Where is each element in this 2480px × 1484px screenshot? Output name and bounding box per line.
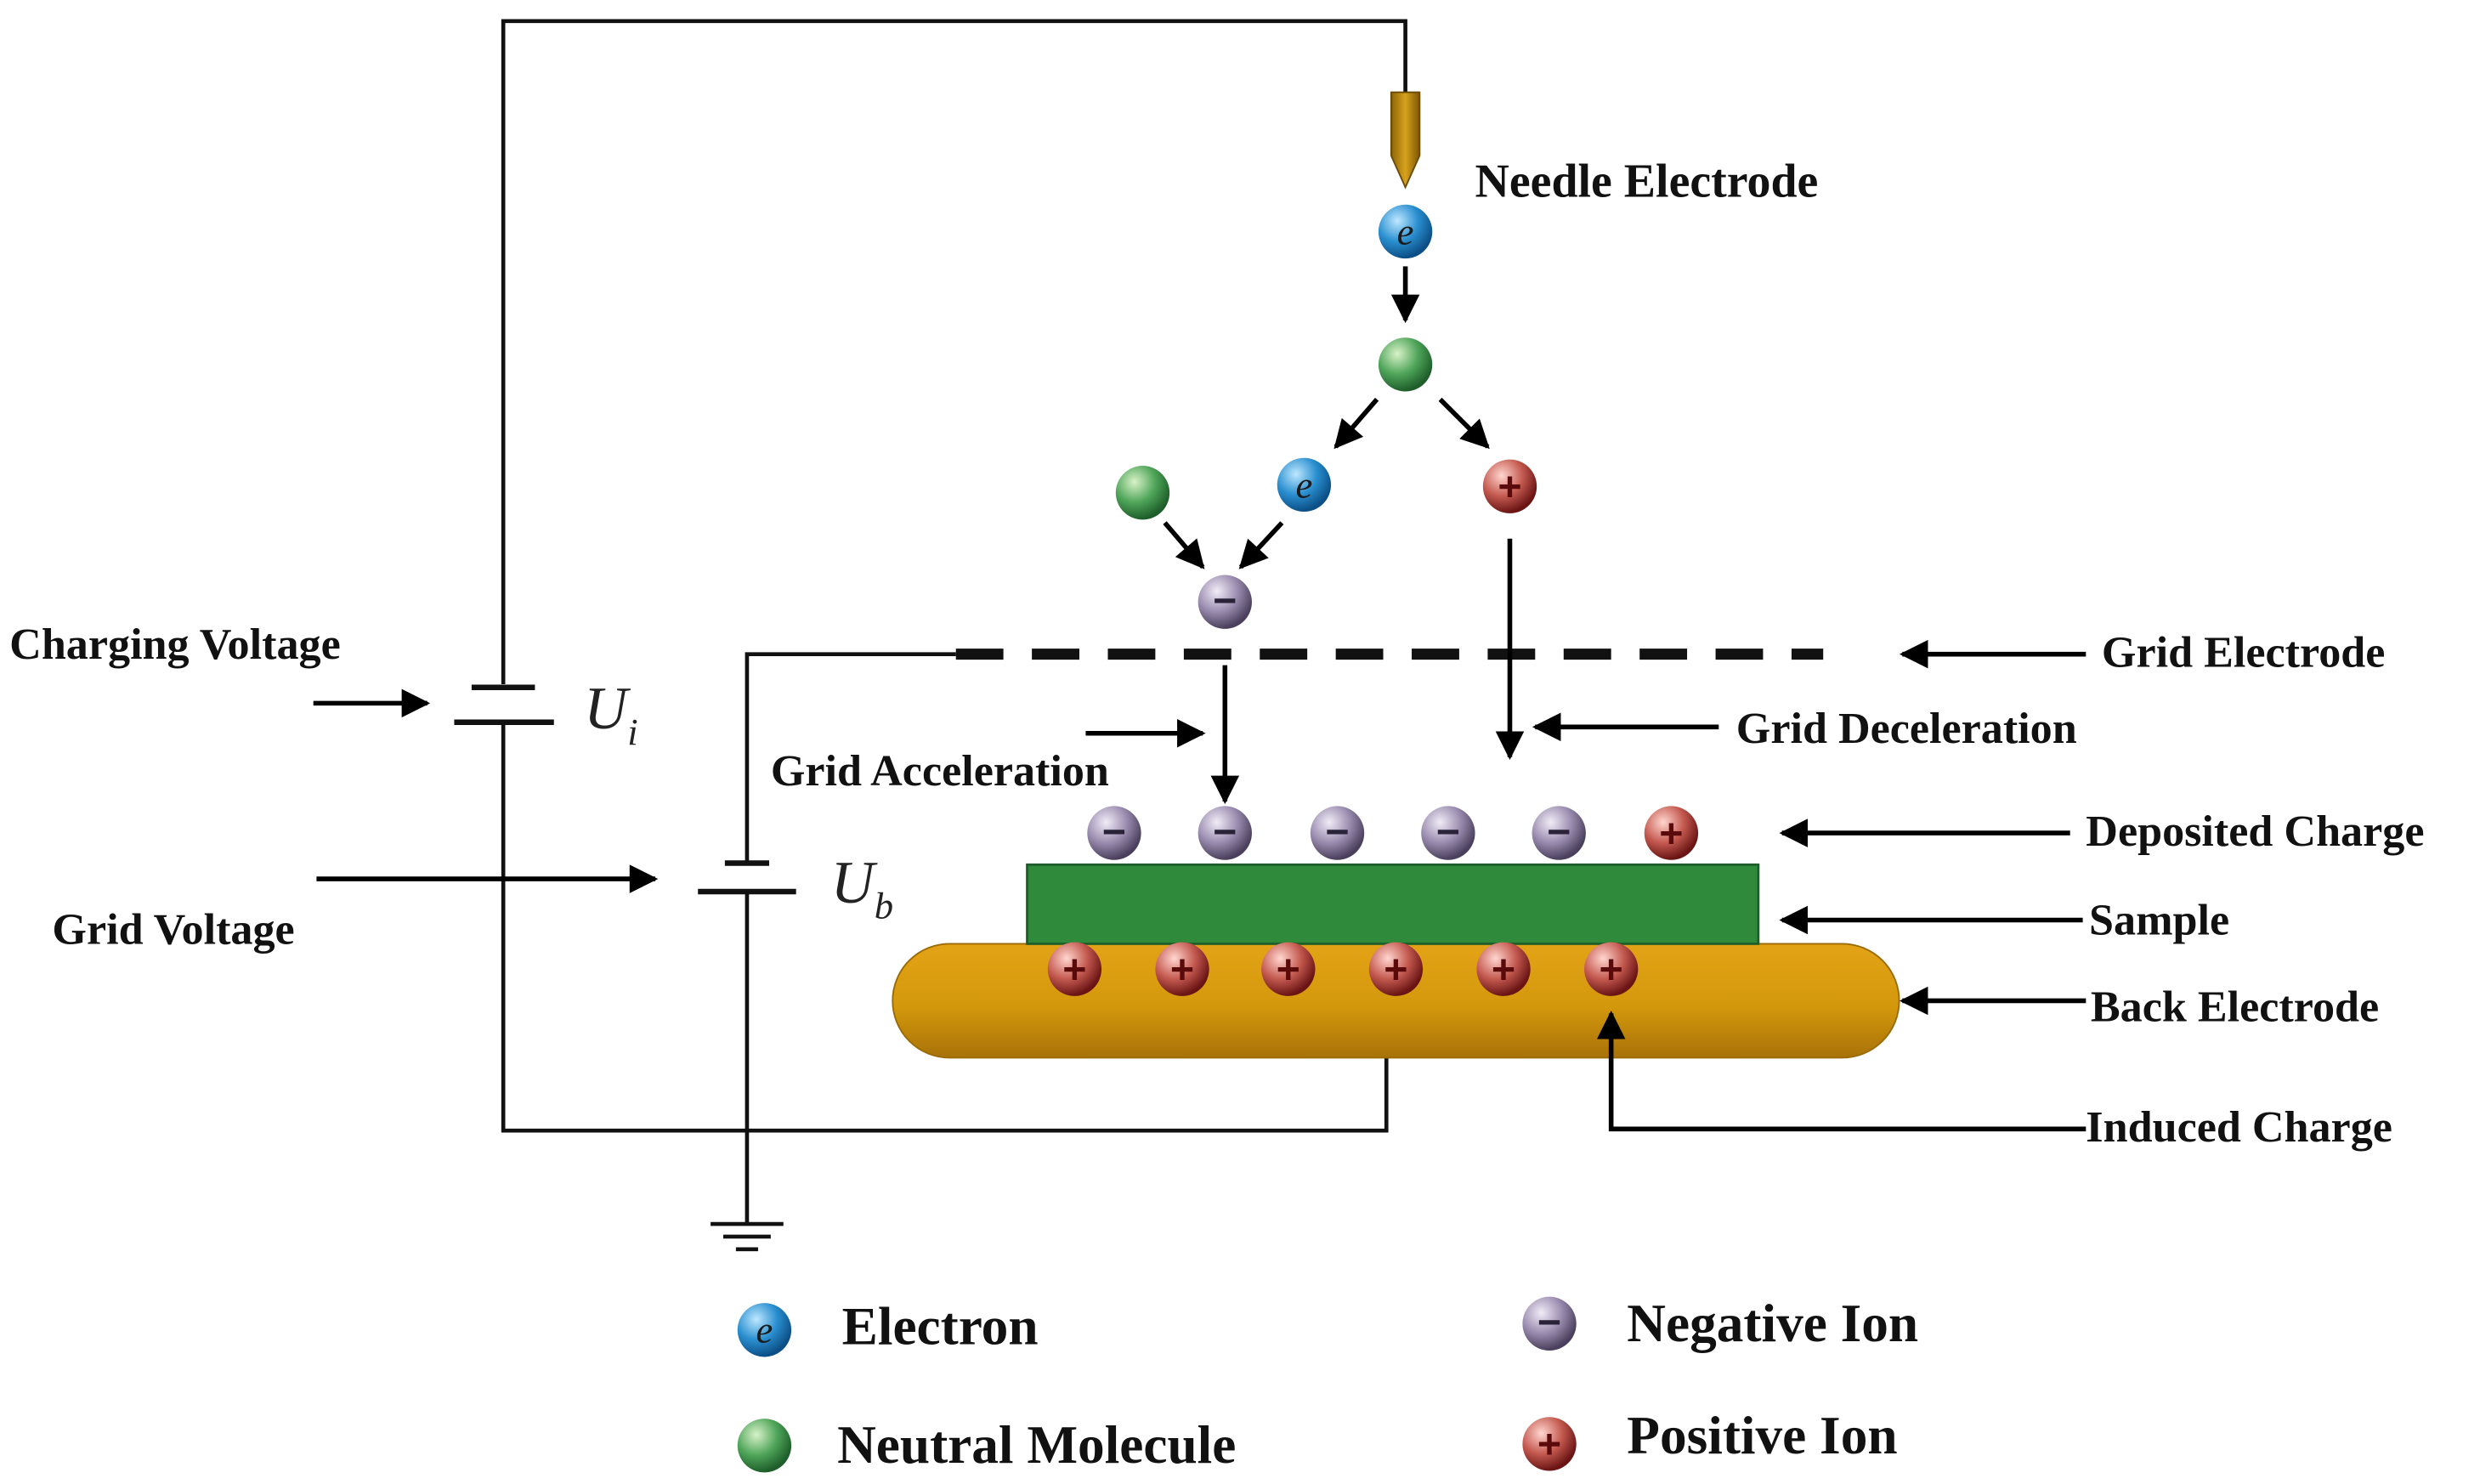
deposited-positive-ion: + (1644, 806, 1699, 860)
svg-text:e: e (1397, 210, 1414, 252)
induced-positive-ion: + (1368, 942, 1424, 996)
ground-icon (711, 1221, 784, 1252)
particle-neutral-molecule (1378, 337, 1433, 392)
svg-text:Neutral Molecule: Neutral Molecule (837, 1415, 1236, 1475)
wire-bottom-loop (501, 722, 1389, 1133)
svg-text:Positive Ion: Positive Ion (1627, 1406, 1897, 1465)
needle-electrode-label: Needle Electrode (1475, 155, 1819, 207)
svg-text:e: e (1295, 463, 1312, 506)
wire-needle-loop (501, 19, 1407, 685)
reaction-arrows (1163, 266, 1525, 805)
induced-positive-ion: + (1047, 942, 1102, 996)
legend: e Electron Neutral Molecule − Negative I… (737, 1294, 1918, 1475)
svg-text:−: − (1325, 809, 1349, 855)
svg-text:−: − (1547, 809, 1571, 855)
legend-neutral-molecule: Neutral Molecule (737, 1415, 1236, 1475)
svg-text:+: + (1537, 1422, 1561, 1468)
circuit-wiring (501, 19, 1407, 1223)
svg-text:+: + (1600, 947, 1623, 993)
ub-symbol: Ub (831, 850, 893, 927)
grid-electrode-label: Grid Electrode (2102, 629, 2385, 677)
grid-acceleration-label: Grid Acceleration (771, 747, 1109, 796)
needle-electrode (1390, 91, 1421, 190)
grid-deceleration-label: Grid Deceleration (1736, 705, 2077, 753)
svg-text:+: + (1659, 811, 1683, 857)
induced-positive-ion: + (1155, 942, 1209, 996)
svg-text:+: + (1498, 464, 1521, 510)
particle-positive-ion: + (1482, 459, 1537, 513)
legend-positive-ion: + Positive Ion (1522, 1406, 1898, 1471)
ui-symbol: Ui (584, 676, 638, 753)
induced-charge-row: + + + + + + (1047, 942, 1639, 996)
deposited-negative-ion: − (1198, 806, 1252, 860)
charging-voltage-label: Charging Voltage (9, 620, 341, 669)
deposited-negative-ion: − (1087, 806, 1141, 860)
deposited-negative-ion: − (1421, 806, 1475, 860)
grid-voltage-source (698, 860, 796, 895)
svg-text:−: − (1213, 578, 1237, 624)
svg-text:+: + (1062, 947, 1086, 993)
svg-text:Electron: Electron (842, 1297, 1039, 1357)
sample (1026, 863, 1760, 945)
grid-voltage-label: Grid Voltage (52, 905, 294, 954)
particle-neutral-molecule (1115, 466, 1170, 520)
induced-charge-label: Induced Charge (2086, 1103, 2392, 1152)
deposited-charge-label: Deposited Charge (2086, 807, 2424, 856)
label-arrows (313, 639, 2086, 1132)
svg-text:−: − (1213, 809, 1237, 855)
deposited-charge-row: − − − − − + (1087, 806, 1699, 860)
svg-text:−: − (1537, 1300, 1561, 1345)
legend-electron: e Electron (737, 1297, 1039, 1357)
wire-grid (745, 652, 956, 864)
sample-label: Sample (2089, 896, 2229, 944)
svg-text:+: + (1492, 947, 1515, 993)
particle-electron: e (1378, 204, 1433, 259)
svg-text:+: + (1170, 947, 1194, 993)
particle-negative-ion: − (1198, 575, 1252, 629)
svg-text:e: e (756, 1309, 773, 1351)
svg-text:+: + (1277, 947, 1300, 993)
svg-text:−: − (1436, 809, 1460, 855)
charging-voltage-source (454, 684, 554, 725)
svg-text:+: + (1384, 947, 1407, 993)
legend-negative-ion: − Negative Ion (1522, 1294, 1918, 1353)
induced-positive-ion: + (1476, 942, 1531, 996)
deposited-negative-ion: − (1310, 806, 1365, 860)
svg-text:Negative Ion: Negative Ion (1627, 1294, 1918, 1353)
deposited-negative-ion: − (1532, 806, 1586, 860)
svg-text:−: − (1102, 809, 1126, 855)
particle-electron: e (1277, 457, 1332, 513)
back-electrode-label: Back Electrode (2091, 983, 2379, 1032)
induced-positive-ion: + (1261, 942, 1316, 996)
induced-positive-ion: + (1584, 942, 1639, 996)
